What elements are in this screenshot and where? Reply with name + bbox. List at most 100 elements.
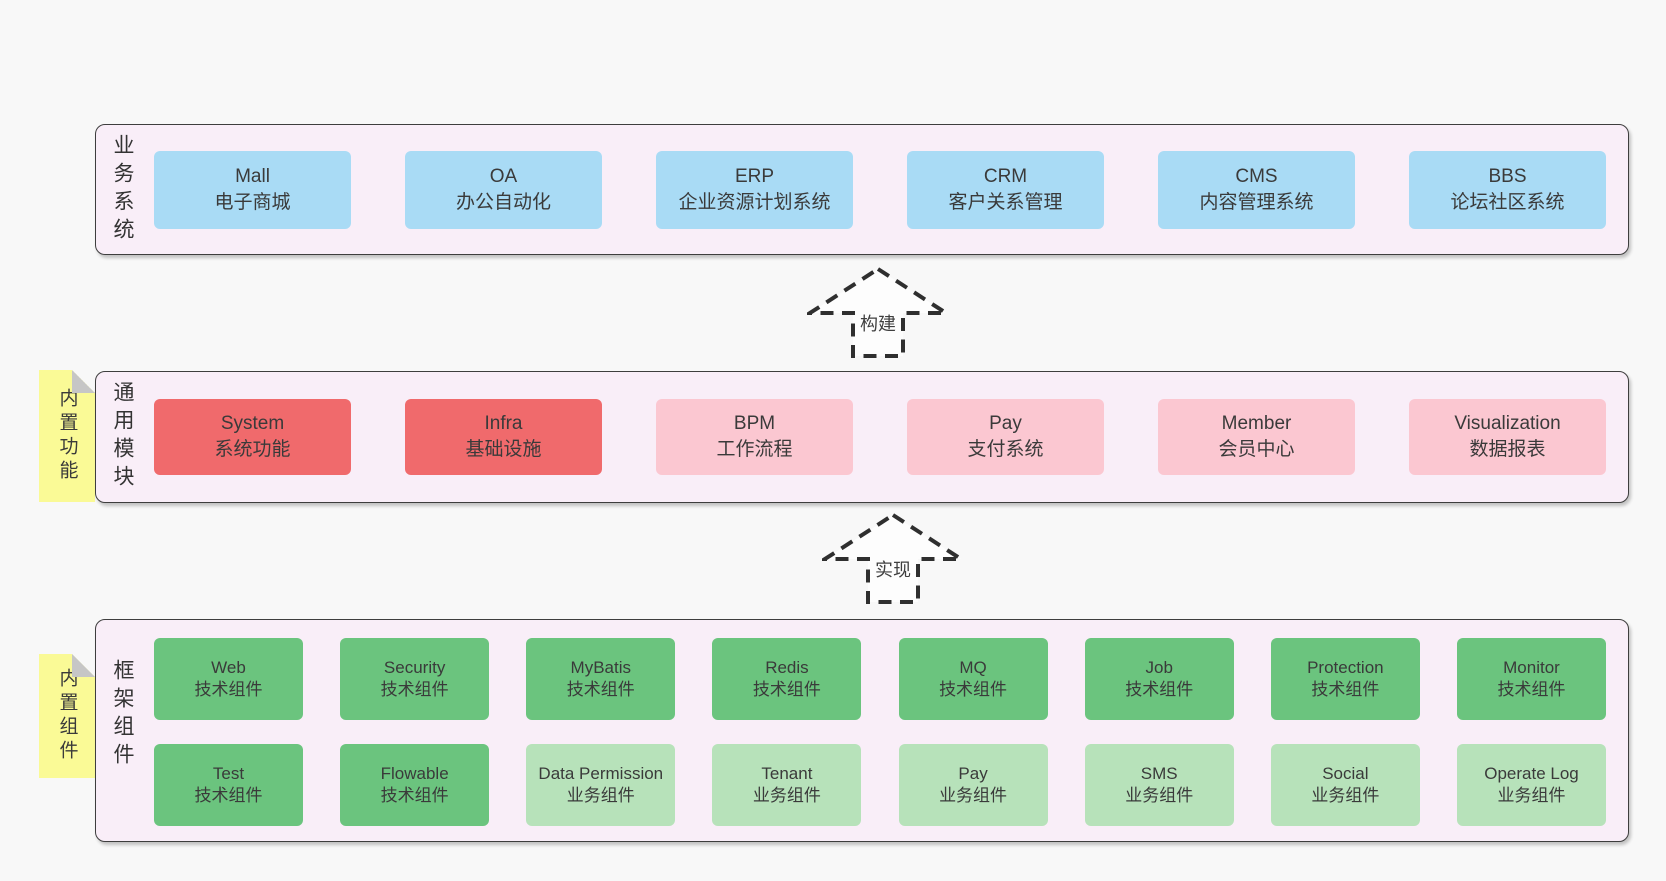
layer-label-framework-components: 框架组件 xyxy=(111,658,134,771)
box-title: Operate Log xyxy=(1484,764,1579,784)
box-title: Mall xyxy=(235,166,270,188)
box-subtitle: 业务组件 xyxy=(939,786,1008,805)
sticky-note-builtin-features: 内置功能 xyxy=(39,370,95,502)
box-subtitle: 基础设施 xyxy=(465,439,542,460)
box-subtitle: 数据报表 xyxy=(1469,439,1546,460)
box-subtitle: 企业资源计划系统 xyxy=(678,192,831,213)
box-subtitle: 业务组件 xyxy=(1125,786,1194,805)
box-title: System xyxy=(220,413,285,435)
box-subtitle: 业务组件 xyxy=(1311,786,1380,805)
box-subtitle: 支付系统 xyxy=(967,439,1044,460)
box-title: OA xyxy=(489,166,518,188)
box-title: Redis xyxy=(765,658,809,678)
box-data-permission: Data Permission 业务组件 xyxy=(526,744,676,826)
box-pay: Pay 支付系统 xyxy=(907,399,1104,475)
box-mq: MQ 技术组件 xyxy=(898,638,1048,720)
layer-label-business-systems: 业务系统 xyxy=(111,133,134,246)
box-title: Tenant xyxy=(761,764,813,784)
arrow-label: 构建 xyxy=(857,310,899,336)
box-subtitle: 客户关系管理 xyxy=(948,192,1063,213)
box-subtitle: 技术组件 xyxy=(1497,680,1566,699)
box-title: Web xyxy=(211,658,246,678)
box-subtitle: 工作流程 xyxy=(716,439,793,460)
box-operate-log: Operate Log 业务组件 xyxy=(1456,744,1606,826)
components-box-row-1: Web 技术组件 Security 技术组件 MyBatis 技术组件 Redi… xyxy=(154,638,1606,720)
sticky-note-label: 内置组件 xyxy=(56,668,78,764)
box-title: Pay xyxy=(958,764,988,784)
box-visualization: Visualization 数据报表 xyxy=(1409,399,1606,475)
box-title: Monitor xyxy=(1503,658,1560,678)
box-pay-biz: Pay 业务组件 xyxy=(898,744,1048,826)
folded-corner-icon xyxy=(72,370,95,393)
arrow-label: 实现 xyxy=(872,556,914,582)
box-test: Test 技术组件 xyxy=(154,744,303,826)
box-title: SMS xyxy=(1140,764,1178,784)
box-monitor: Monitor 技术组件 xyxy=(1456,638,1606,720)
box-subtitle: 技术组件 xyxy=(194,786,263,805)
box-title: CMS xyxy=(1235,166,1278,188)
sticky-note-builtin-components: 内置组件 xyxy=(39,654,95,778)
box-title: MyBatis xyxy=(570,658,632,678)
sticky-note-label: 内置功能 xyxy=(56,388,78,484)
layer-label-common-modules: 通用模块 xyxy=(111,381,134,493)
box-subtitle: 技术组件 xyxy=(380,786,449,805)
box-title: Social xyxy=(1322,764,1369,784)
box-subtitle: 业务组件 xyxy=(1497,786,1566,805)
box-subtitle: 论坛社区系统 xyxy=(1450,192,1565,213)
box-title: Security xyxy=(383,658,446,678)
box-subtitle: 技术组件 xyxy=(194,680,263,699)
box-member: Member 会员中心 xyxy=(1158,399,1355,475)
box-protection: Protection 技术组件 xyxy=(1270,638,1420,720)
business-box-row: Mall 电子商城 OA 办公自动化 ERP 企业资源计划系统 CRM 客户关系… xyxy=(154,151,1606,229)
box-title: Member xyxy=(1221,413,1292,435)
box-bbs: BBS 论坛社区系统 xyxy=(1409,151,1606,229)
panel-common-modules: 通用模块 System 系统功能 Infra 基础设施 BPM 工作流程 Pay… xyxy=(95,371,1629,503)
box-job: Job 技术组件 xyxy=(1084,638,1234,720)
box-subtitle: 技术组件 xyxy=(566,680,635,699)
box-title: MQ xyxy=(959,658,987,678)
box-crm: CRM 客户关系管理 xyxy=(907,151,1104,229)
box-title: Pay xyxy=(989,413,1022,435)
box-web: Web 技术组件 xyxy=(154,638,303,720)
box-title: BBS xyxy=(1488,166,1527,188)
box-title: Infra xyxy=(484,413,523,435)
arrow-implement: 实现 xyxy=(818,512,968,605)
box-security: Security 技术组件 xyxy=(340,638,490,720)
box-title: Test xyxy=(212,764,245,784)
box-erp: ERP 企业资源计划系统 xyxy=(656,151,853,229)
box-title: Flowable xyxy=(380,764,449,784)
box-subtitle: 技术组件 xyxy=(1125,680,1194,699)
box-oa: OA 办公自动化 xyxy=(405,151,602,229)
box-title: Protection xyxy=(1307,658,1384,678)
box-cms: CMS 内容管理系统 xyxy=(1158,151,1355,229)
arrow-build: 构建 xyxy=(803,266,953,359)
box-title: ERP xyxy=(734,166,775,188)
box-subtitle: 技术组件 xyxy=(939,680,1008,699)
box-subtitle: 电子商城 xyxy=(214,192,291,213)
panel-business-systems: 业务系统 Mall 电子商城 OA 办公自动化 ERP 企业资源计划系统 CRM… xyxy=(95,124,1629,255)
box-subtitle: 会员中心 xyxy=(1218,439,1295,460)
box-tenant: Tenant 业务组件 xyxy=(712,744,862,826)
box-infra: Infra 基础设施 xyxy=(405,399,602,475)
box-title: CRM xyxy=(983,166,1028,188)
components-box-row-2: Test 技术组件 Flowable 技术组件 Data Permission … xyxy=(154,744,1606,826)
box-subtitle: 技术组件 xyxy=(380,680,449,699)
box-sms: SMS 业务组件 xyxy=(1084,744,1234,826)
box-mybatis: MyBatis 技术组件 xyxy=(526,638,676,720)
box-title: Visualization xyxy=(1454,413,1561,435)
folded-corner-icon xyxy=(72,654,95,677)
box-redis: Redis 技术组件 xyxy=(712,638,862,720)
box-system: System 系统功能 xyxy=(154,399,351,475)
box-title: BPM xyxy=(733,413,776,435)
box-title: Job xyxy=(1145,658,1173,678)
box-subtitle: 业务组件 xyxy=(566,786,635,805)
box-subtitle: 系统功能 xyxy=(214,439,291,460)
modules-box-row: System 系统功能 Infra 基础设施 BPM 工作流程 Pay 支付系统… xyxy=(154,399,1606,475)
panel-framework-components: 框架组件 Web 技术组件 Security 技术组件 MyBatis 技术组件… xyxy=(95,619,1629,842)
box-social: Social 业务组件 xyxy=(1270,744,1420,826)
box-bpm: BPM 工作流程 xyxy=(656,399,853,475)
box-subtitle: 业务组件 xyxy=(752,786,821,805)
box-flowable: Flowable 技术组件 xyxy=(340,744,490,826)
box-subtitle: 技术组件 xyxy=(1311,680,1380,699)
